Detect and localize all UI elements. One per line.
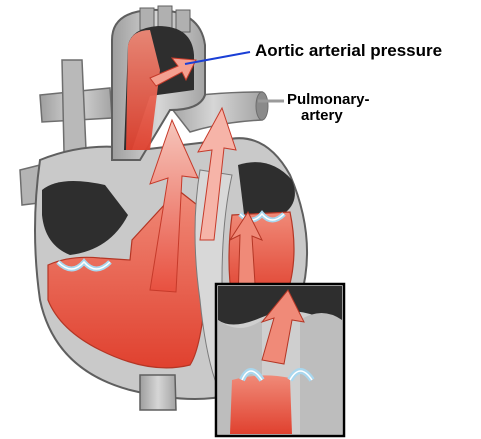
aorta <box>112 6 205 160</box>
inferior-vessel <box>140 375 176 410</box>
pulmonary-artery-label-line1: Pulmonary- <box>287 91 370 108</box>
valve-inset <box>216 284 344 436</box>
pulmonary-artery-label-line2: artery <box>301 107 343 124</box>
aortic-pressure-label: Aortic arterial pressure <box>255 41 442 61</box>
